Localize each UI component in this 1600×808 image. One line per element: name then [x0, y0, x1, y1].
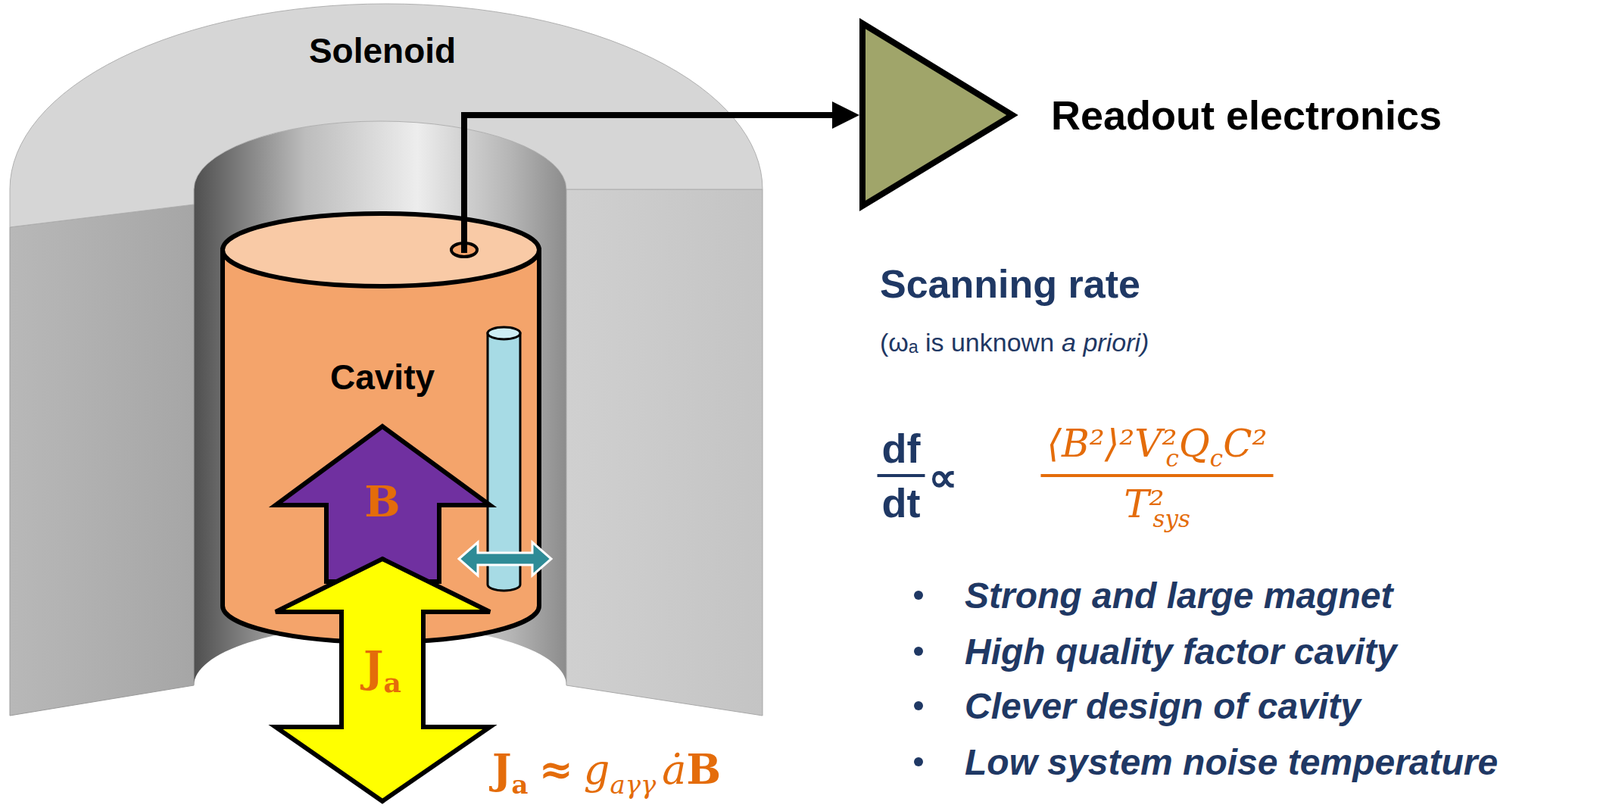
axion-current-arrow: Ja	[275, 558, 490, 805]
solenoid-shape: SolenoidCavityB Ja	[9, 5, 763, 808]
fraction-bar	[1040, 474, 1273, 478]
cavity-top	[222, 213, 540, 287]
label-group: dt	[882, 479, 921, 527]
formula-part: c	[1210, 444, 1223, 472]
text-holder: Solenoid	[308, 30, 456, 72]
bullet-text: Low system noise temperature	[964, 742, 1498, 783]
solenoid-cut-face	[566, 189, 763, 716]
text-holder: Readout electronics	[1051, 91, 1442, 139]
current-arrow-shape	[275, 558, 490, 802]
arrow-head	[832, 101, 860, 129]
text-holder: Ja	[363, 641, 402, 699]
formula-numerator: df	[882, 425, 921, 471]
formula-part: sys	[1153, 505, 1191, 533]
section-heading: Scanning rate	[879, 261, 1141, 306]
formula-part: g	[583, 745, 611, 794]
formula-part: ȧ	[661, 745, 687, 794]
fraction-bar	[877, 474, 926, 478]
note-text: a priori)	[1061, 327, 1149, 357]
solenoid-cut-face	[9, 204, 194, 716]
bullet-dot	[913, 590, 924, 600]
bullet-dot	[913, 757, 924, 767]
node-label: Solenoid	[308, 31, 456, 71]
formula-part: Q	[1178, 421, 1211, 466]
formula-part: B	[686, 745, 722, 794]
formula-part: ⟨B²⟩²V²	[1046, 421, 1177, 466]
bullet-dot	[913, 646, 924, 656]
node-label: a	[383, 666, 402, 699]
formula-part: J	[492, 745, 512, 794]
bullet-text: High quality factor cavity	[964, 631, 1398, 672]
label-group: Clever design of cavity	[964, 685, 1361, 727]
label-group: Scanning rate	[879, 261, 1141, 307]
label-group: ∝	[928, 453, 958, 502]
bullet-text: Strong and large magnet	[964, 575, 1393, 616]
node-label: B	[364, 476, 400, 527]
label-group: High quality factor cavity	[964, 630, 1398, 673]
text-holder: B	[364, 476, 400, 527]
label-group: df	[882, 424, 921, 472]
formula-denominator: dt	[882, 480, 921, 526]
formula-part: aγγ	[609, 769, 656, 800]
node-drawing	[275, 558, 490, 802]
label-group: Low system noise temperature	[964, 741, 1498, 783]
signal-wire	[464, 115, 836, 250]
node-label: J	[363, 641, 384, 692]
formula-part: c	[1165, 444, 1179, 472]
tuning-rod-top	[487, 327, 521, 340]
amplifier-triangle	[862, 23, 1013, 206]
bullet-text: Clever design of cavity	[964, 686, 1361, 727]
text-holder: Cavity	[330, 356, 435, 398]
formula-part: a	[511, 769, 529, 800]
node-drawing	[862, 23, 1013, 206]
node-label: Cavity	[330, 357, 435, 397]
note-text: (ωₐ is unknown	[879, 327, 1055, 357]
label-group: T²sys	[1123, 482, 1191, 533]
label-group: Strong and large magnet	[964, 574, 1393, 617]
tuning-arrow	[458, 542, 552, 576]
amplifier-node: Readout electronics	[859, 20, 1594, 209]
label-group: (ωₐ is unknowna priori)	[879, 327, 1149, 358]
formula-part: C²	[1222, 421, 1267, 466]
node-label: Readout electronics	[1051, 92, 1442, 138]
bullet-dot	[913, 701, 924, 711]
proportional-sign: ∝	[928, 454, 958, 500]
formula-part: ≈	[539, 745, 574, 794]
label-group: Ja ≈gaγγȧB	[492, 745, 721, 800]
label-group: ⟨B²⟩²V²cQcC²	[1046, 421, 1267, 472]
